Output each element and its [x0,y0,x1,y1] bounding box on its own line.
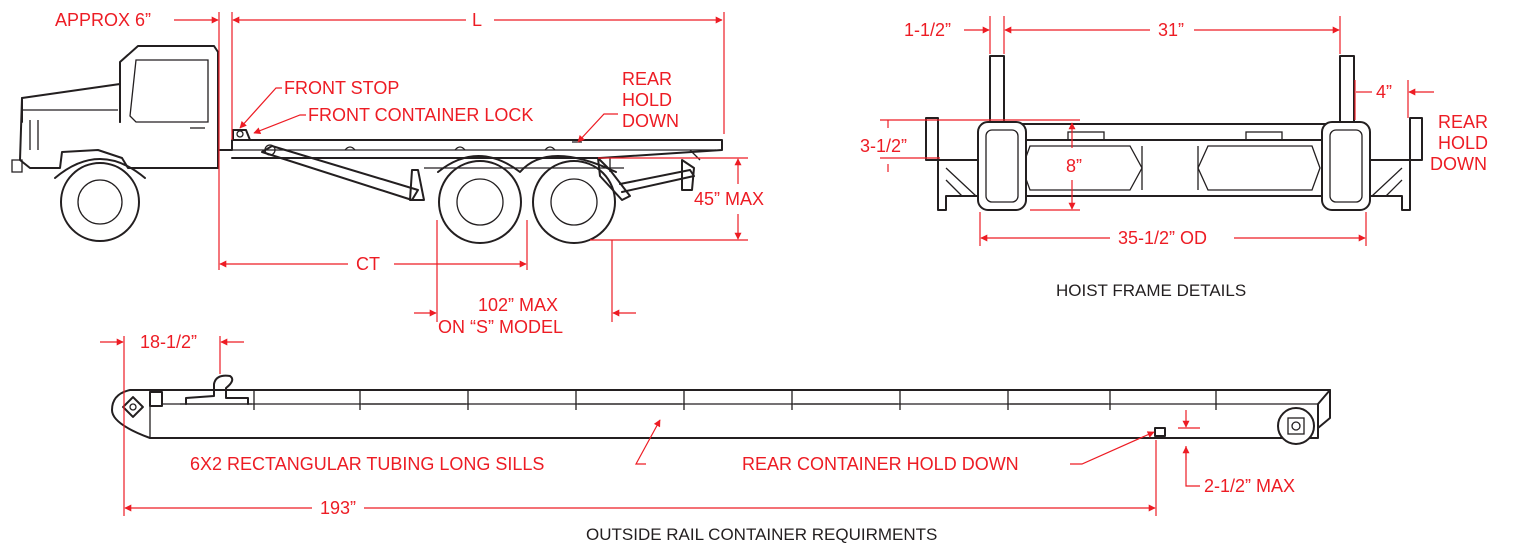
front-container-lock-label: FRONT CONTAINER LOCK [308,105,533,125]
s-model-label: ON “S” MODEL [438,317,563,337]
hoist-rear-hold-line3: DOWN [1430,154,1487,174]
offset-4-label: 4” [1376,82,1392,102]
container-labels: 18-1/2” 6X2 RECTANGULAR TUBING LONG SILL… [140,332,1295,544]
front-stop-label: FRONT STOP [284,78,399,98]
hoist-dimensions [880,16,1434,246]
rear-container-hold-down-label: REAR CONTAINER HOLD DOWN [742,454,1019,474]
rear-hold-down-label-line3: DOWN [622,111,679,131]
truck-side-view [11,45,723,244]
od-35-1-2-label: 35-1/2” OD [1118,228,1207,248]
ct-label: CT [356,254,380,274]
hoist-frame-caption: HOIST FRAME DETAILS [1056,281,1246,300]
approx-6-label: APPROX 6” [55,10,151,30]
long-sills-label: 6X2 RECTANGULAR TUBING LONG SILLS [190,454,544,474]
max-2-1-2-label: 2-1/2” MAX [1204,476,1295,496]
width-31-label: 31” [1158,20,1184,40]
length-l-label: L [472,10,482,30]
length-193-label: 193” [320,498,356,518]
max-45-label: 45” MAX [694,189,764,209]
hoist-rear-hold-line1: REAR [1438,112,1488,132]
container-crossmembers [253,390,1217,410]
rear-hold-down-label-line1: REAR [622,69,672,89]
container-caption: OUTSIDE RAIL CONTAINER REQUIRMENTS [586,525,937,544]
hoist-labels: 1-1/2” 31” 4” REAR HOLD DOWN 3-1/2” 8” 3… [860,20,1488,300]
hoist-rear-hold-line2: HOLD [1438,133,1488,153]
height-3-1-2-label: 3-1/2” [860,136,907,156]
hoist-frame-view [925,55,1423,211]
truck-dimensions [174,12,748,322]
wheelbase-102-label: 102” MAX [478,295,558,315]
offset-1-1-2-label: 1-1/2” [904,20,951,40]
rear-hold-down-label-line2: HOLD [622,90,672,110]
depth-8-label: 8” [1066,156,1082,176]
container-dimensions [100,336,1200,516]
container-side-view [111,374,1331,445]
offset-18-1-2-label: 18-1/2” [140,332,197,352]
truck-labels: APPROX 6” L FRONT STOP FRONT CONTAINER L… [55,10,764,337]
